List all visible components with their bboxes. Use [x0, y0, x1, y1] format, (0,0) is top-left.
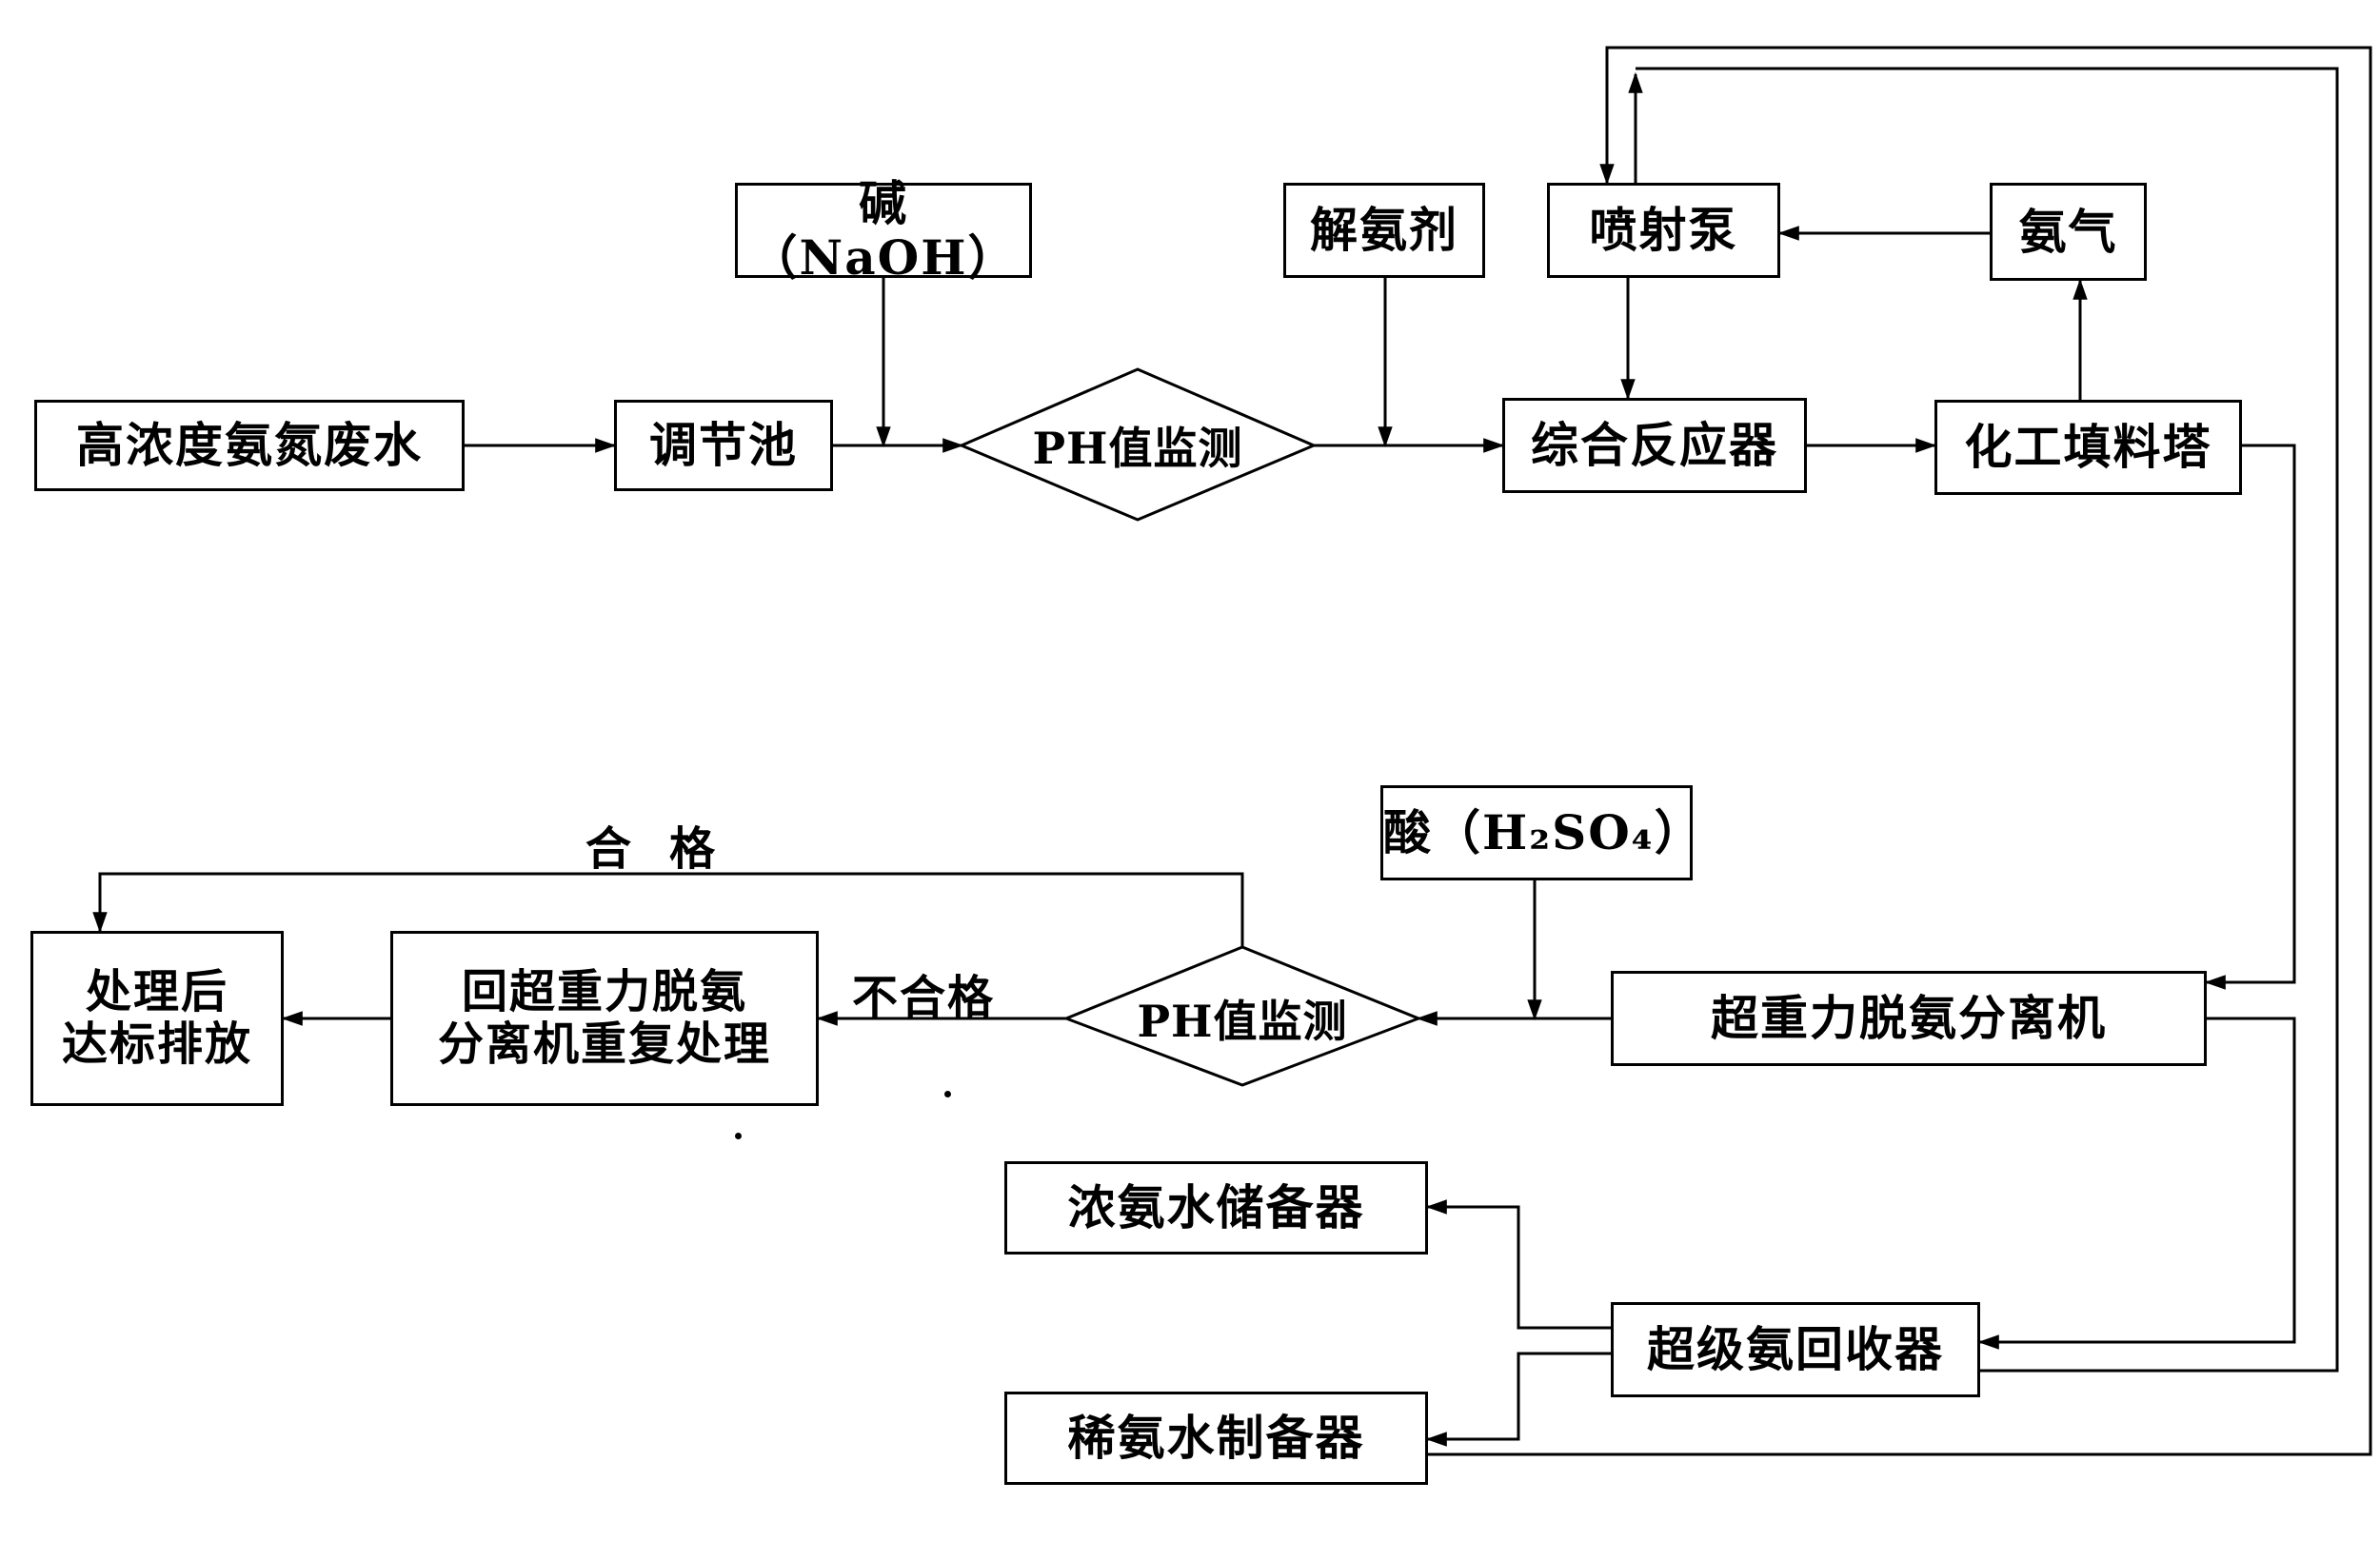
discharge-box: 处理后 达标排放: [30, 931, 284, 1106]
speck: [735, 1133, 742, 1139]
arrow-separator-to-recovery: [1977, 1017, 2296, 1350]
discharge-line1: 处理后: [85, 964, 228, 1018]
arrow-recovery-to-concentrated: [1425, 1199, 1611, 1330]
recovery-box: 超级氨回收器: [1611, 1302, 1980, 1397]
regulating-tank-box: 调节池: [614, 400, 833, 491]
repeat-treatment-line2: 分离机重复处理: [437, 1018, 771, 1071]
ammonia-gas-box: 氨气: [1990, 183, 2147, 281]
ph-monitor-1-label: PH值监测: [1032, 423, 1243, 474]
ejector-pump-box: 喷射泵: [1547, 183, 1780, 278]
deamination-agent-box: 解氨剂: [1283, 183, 1485, 278]
packed-tower-box: 化工填料塔: [1934, 400, 2242, 495]
reactor-box: 综合反应器: [1502, 398, 1807, 493]
arrow-qualified-to-discharge: [92, 872, 1244, 947]
loop-outer-to-pump: [1428, 46, 2372, 1456]
repeat-treatment-box: 回超重力脱氨 分离机重复处理: [390, 931, 819, 1106]
qualified-label: 合格: [585, 822, 754, 876]
hypergravity-separator-box: 超重力脱氨分离机: [1611, 971, 2207, 1066]
dilute-maker-box: 稀氨水制备器: [1004, 1392, 1428, 1485]
repeat-treatment-line1: 回超重力脱氨: [461, 964, 747, 1018]
unqualified-label: 不合格: [852, 971, 996, 1024]
ph-monitor-2-label: PH值监测: [1137, 996, 1348, 1047]
acid-box: 酸（H₂SO₄）: [1380, 785, 1702, 880]
discharge-line2: 达标排放: [61, 1018, 252, 1071]
alkali-box: 碱（NaOH）: [735, 175, 1032, 285]
speck: [944, 1091, 951, 1097]
arrow-tower-to-separator: [2204, 444, 2296, 990]
wastewater-box: 高浓度氨氮废水: [34, 400, 465, 491]
arrow-recovery-to-dilute: [1425, 1352, 1611, 1447]
concentrated-storage-box: 浓氨水储备器: [1004, 1161, 1428, 1255]
loop-inner-up: [1636, 67, 2339, 1373]
